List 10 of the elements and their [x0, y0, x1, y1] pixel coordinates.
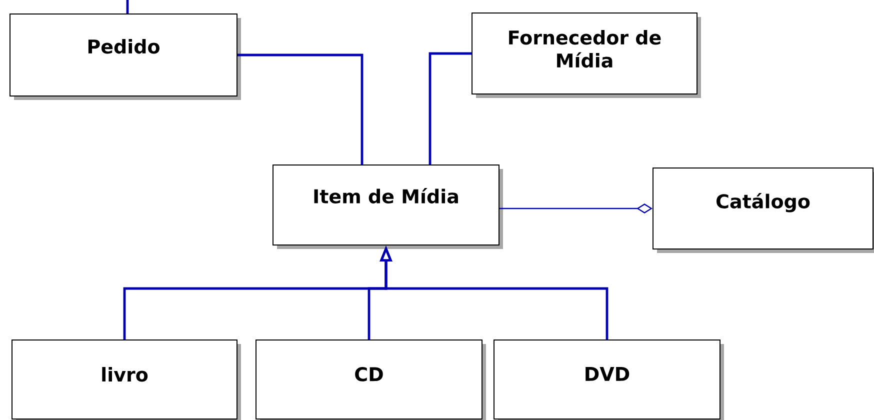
class-box: Item de Mídia [272, 164, 503, 249]
class-box: Pedido [10, 14, 241, 100]
association-line [238, 54, 364, 164]
association-line [428, 52, 472, 164]
class-box: CD [256, 340, 486, 420]
class-box: livro [12, 340, 241, 420]
class-box: Fornecedor de Mídia [472, 12, 702, 98]
class-box: Catálogo [652, 168, 874, 253]
class-box: DVD [494, 340, 724, 420]
association-line [126, 0, 129, 14]
